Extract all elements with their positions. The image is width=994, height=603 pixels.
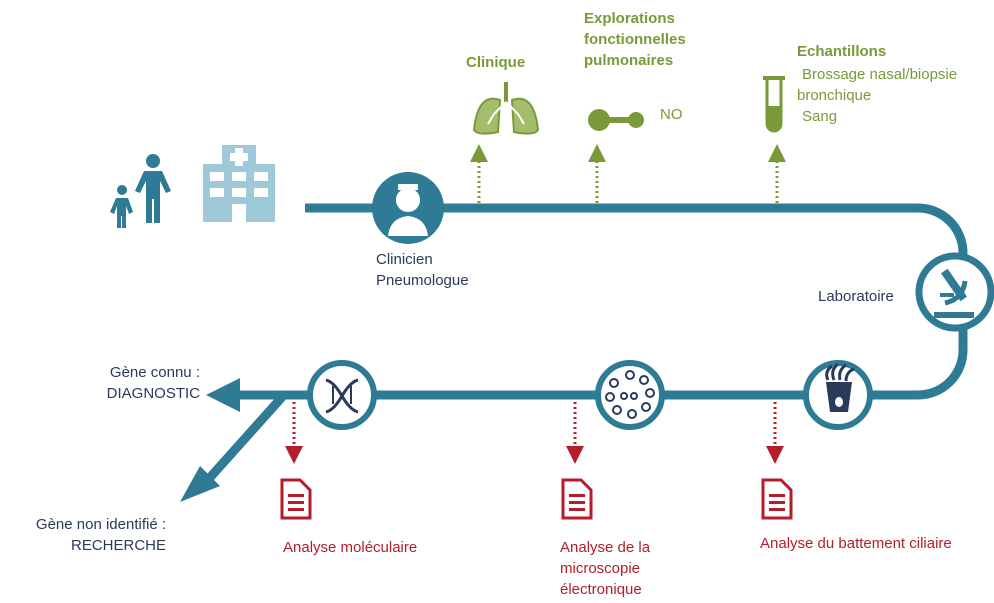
outcome-known-line2: DIAGNOSTIC [106,385,200,402]
samples-line1: Brossage nasal/biopsie [802,66,958,83]
molecular-report-icon [280,478,312,520]
clinician-label-line1: Clinicien [376,251,433,268]
efp-label-line2: fonctionnelles [584,31,686,48]
no-molecule-icon [588,109,644,131]
clinique-label: Clinique [466,54,526,71]
samples-list: Brossage nasal/biopsie bronchique Sang [797,64,957,127]
lungs-icon [472,82,540,135]
microscopy-line1: Analyse de la [560,539,651,556]
clinician-label: Clinicien Pneumologue [376,249,469,291]
cilia-cross-section-icon [595,360,665,430]
outcome-unknown-line2: RECHERCHE [70,537,166,554]
outcome-known-line1: Gène connu : [109,364,200,381]
molecular-analysis-label: Analyse moléculaire [283,539,418,556]
hospital-icon [203,145,275,222]
microscopy-line3: électronique [560,581,642,598]
microscopy-report-icon [561,478,593,520]
test-tube-icon [763,76,785,133]
samples-line3: Sang [802,108,838,125]
dna-icon [307,360,377,430]
samples-title: Echantillons [797,43,887,60]
diagnostic-arrow [206,378,240,412]
outcome-unknown-line1: Gène non identifié : [35,516,166,533]
efp-label-line1: Explorations [584,10,675,27]
microscope-icon [915,252,994,332]
ciliary-analysis-label: Analyse du battement ciliaire [760,535,952,552]
efp-label: Explorations fonctionnelles pulmonaires [584,8,686,71]
outcome-unknown-label: Gène non identifié : RECHERCHE [4,514,166,556]
ciliated-cell-icon [803,360,873,430]
samples-line2: bronchique [797,87,872,104]
no-label: NO [660,106,683,123]
clinician-icon [372,172,444,244]
efp-label-line3: pulmonaires [584,52,674,69]
lab-label: Laboratoire [818,288,894,305]
ciliary-report-icon [761,478,793,520]
microscopy-line2: microscopie [560,560,641,577]
patient-family-icon [110,154,171,228]
microscopy-analysis-label: Analyse de la microscopie électronique [560,537,650,600]
research-arrow [180,392,287,502]
outcome-known-label: Gène connu : DIAGNOSTIC [80,362,200,404]
clinician-label-line2: Pneumologue [376,272,469,289]
